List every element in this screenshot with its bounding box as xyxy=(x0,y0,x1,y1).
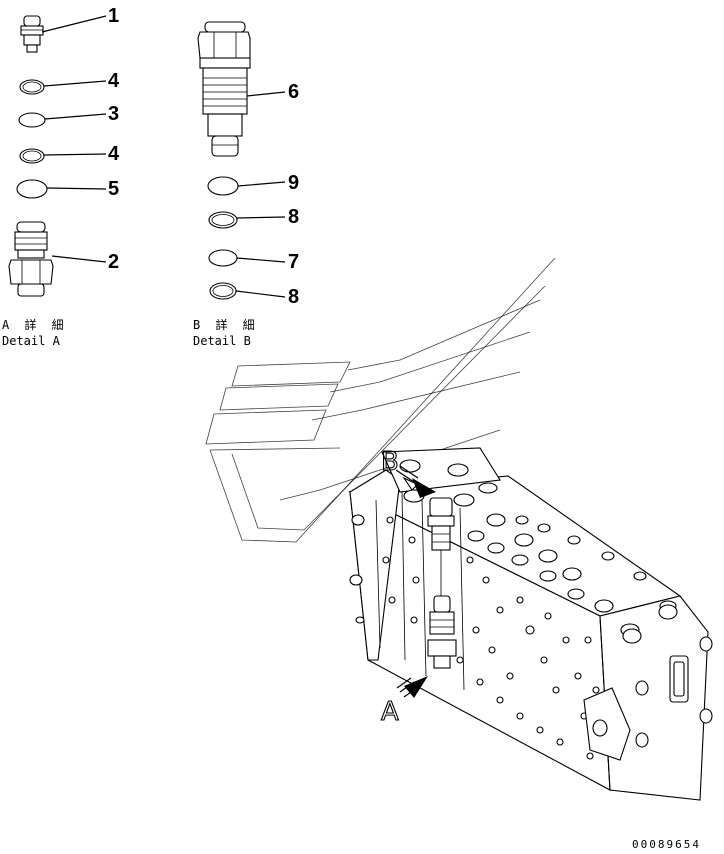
detail-a-caption-en: Detail A xyxy=(2,334,61,348)
document-number: 00089654 xyxy=(632,838,701,851)
view-arrow-a xyxy=(396,676,428,698)
detail-b-caption-jp: B 詳 細 xyxy=(193,317,259,332)
callout-4-lower: 4 xyxy=(108,143,120,165)
part-3-o-ring xyxy=(18,112,46,128)
callout-6: 6 xyxy=(288,81,299,103)
callout-8-lower: 8 xyxy=(288,286,299,308)
part-1-plug xyxy=(20,15,44,53)
detail-b-caption-en: Detail B xyxy=(193,334,251,348)
callout-9: 9 xyxy=(288,172,299,194)
view-arrow-b xyxy=(395,465,436,498)
detail-a-caption-jp: A 詳 細 xyxy=(2,317,68,332)
callout-8-upper: 8 xyxy=(288,206,299,228)
part-9-o-ring xyxy=(207,176,239,196)
callout-5: 5 xyxy=(108,178,119,200)
control-valve-assembly xyxy=(348,447,713,801)
callout-2: 2 xyxy=(108,251,119,273)
part-2-valve xyxy=(8,221,54,297)
part-7-o-ring xyxy=(208,249,238,267)
part-6-relief-valve xyxy=(197,21,251,157)
callout-1: 1 xyxy=(108,5,119,27)
callout-4-upper: 4 xyxy=(108,70,120,92)
callout-7: 7 xyxy=(288,251,299,273)
callout-3: 3 xyxy=(108,103,119,125)
watermark-logo xyxy=(205,257,556,543)
view-label-b: B xyxy=(381,447,399,477)
leader-lines xyxy=(41,15,286,298)
view-label-a: A xyxy=(381,697,399,727)
part-5-o-ring xyxy=(16,179,48,199)
valve-front-holes xyxy=(382,516,600,760)
